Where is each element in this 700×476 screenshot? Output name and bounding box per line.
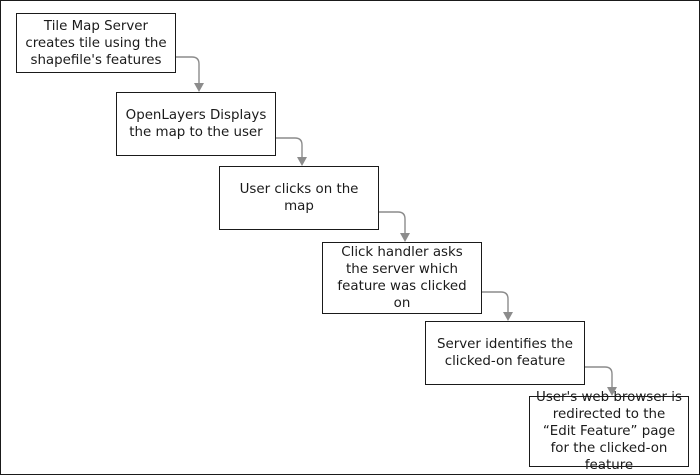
step-user-clicks: User clicks on the map bbox=[219, 166, 379, 230]
connector-line bbox=[482, 291, 509, 313]
step-server-identifies: Server identifies the clicked-on feature bbox=[425, 321, 585, 385]
step-text: User's web browser is redirected to the … bbox=[536, 390, 682, 473]
arrowhead bbox=[194, 83, 204, 92]
step-text: OpenLayers Displays the map to the user bbox=[125, 108, 267, 140]
step-text: Tile Map Server creates tile using the s… bbox=[25, 18, 167, 68]
connector-line bbox=[379, 211, 406, 234]
step-openlayers-display: OpenLayers Displays the map to the user bbox=[116, 92, 276, 156]
connector-arrow bbox=[276, 137, 307, 166]
connector-line bbox=[276, 137, 303, 158]
connector-line bbox=[585, 366, 613, 388]
step-click-handler: Click handler asks the server which feat… bbox=[322, 242, 482, 314]
step-text: Click handler asks the server which feat… bbox=[337, 245, 467, 311]
step-text: User clicks on the map bbox=[239, 182, 359, 214]
connector-arrow bbox=[482, 291, 513, 321]
arrowhead bbox=[503, 312, 513, 321]
connector-line bbox=[176, 56, 200, 84]
step-tile-map-server: Tile Map Server creates tile using the s… bbox=[16, 13, 176, 73]
connector-arrow bbox=[176, 56, 204, 92]
step-browser-redirect: User's web browser is redirected to the … bbox=[529, 390, 689, 473]
step-text: Server identifies the clicked-on feature bbox=[437, 337, 573, 369]
connector-arrow bbox=[379, 211, 410, 242]
arrowhead bbox=[297, 157, 307, 166]
arrowhead bbox=[400, 233, 410, 242]
